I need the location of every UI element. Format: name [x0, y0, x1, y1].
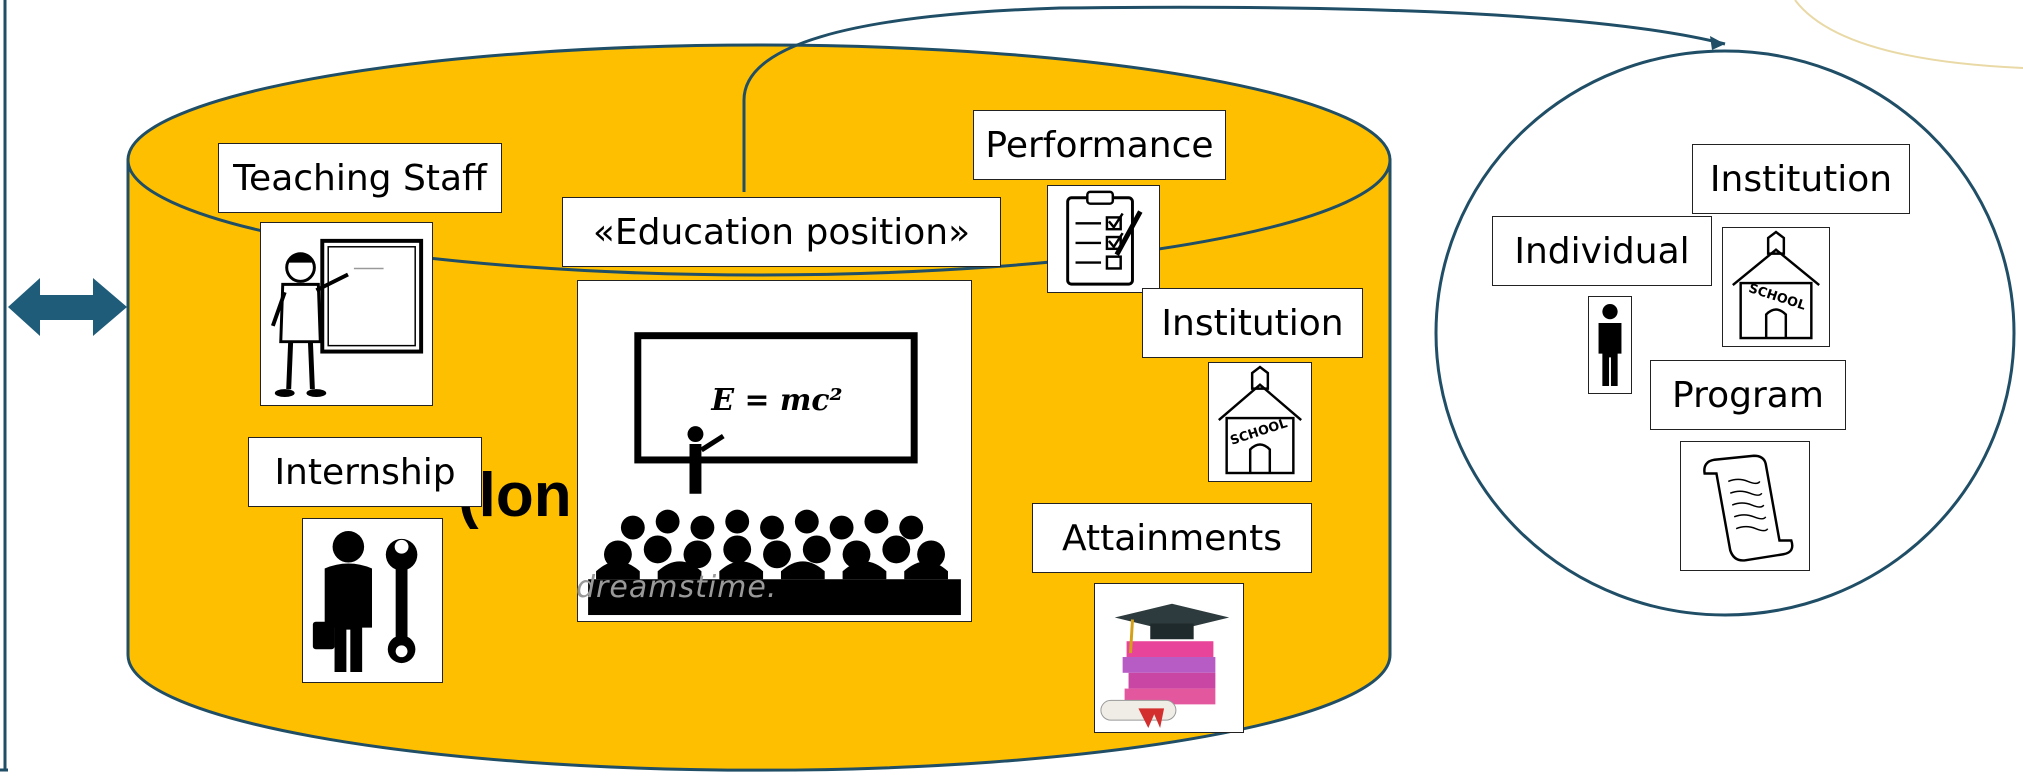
- label-institution-drum: Institution: [1142, 288, 1363, 358]
- diploma-scroll-icon: [1680, 441, 1810, 571]
- label-performance: Performance: [973, 110, 1226, 180]
- label-teaching-staff: Teaching Staff: [218, 143, 502, 213]
- label-program: Program: [1650, 360, 1846, 430]
- connector-arrowhead: [1710, 36, 1725, 50]
- board-formula: E = mc²: [710, 383, 842, 418]
- connector-arrow: [742, 5, 1726, 192]
- label-attainments: Attainments: [1032, 503, 1312, 573]
- books-graduation-cap-icon: [1094, 583, 1244, 733]
- accent-arc: [1794, 0, 2023, 69]
- watermark-text: dreamstime.: [576, 570, 778, 605]
- school-building-icon: SCHOOL: [1208, 362, 1312, 482]
- label-individual: Individual: [1492, 216, 1712, 286]
- lecture-hall-icon: E = mc²: [577, 280, 972, 622]
- label-internship: Internship: [248, 437, 482, 507]
- school-building-icon: SCHOOL: [1722, 227, 1830, 347]
- worker-wrench-icon: [302, 518, 443, 683]
- teacher-at-board-icon: [260, 222, 433, 406]
- label-institution-target: Institution: [1692, 144, 1910, 214]
- person-icon: [1588, 296, 1632, 394]
- double-arrow-icon[interactable]: [8, 278, 127, 336]
- label-education-position: «Education position»: [562, 197, 1001, 267]
- checklist-clipboard-icon: [1047, 185, 1160, 293]
